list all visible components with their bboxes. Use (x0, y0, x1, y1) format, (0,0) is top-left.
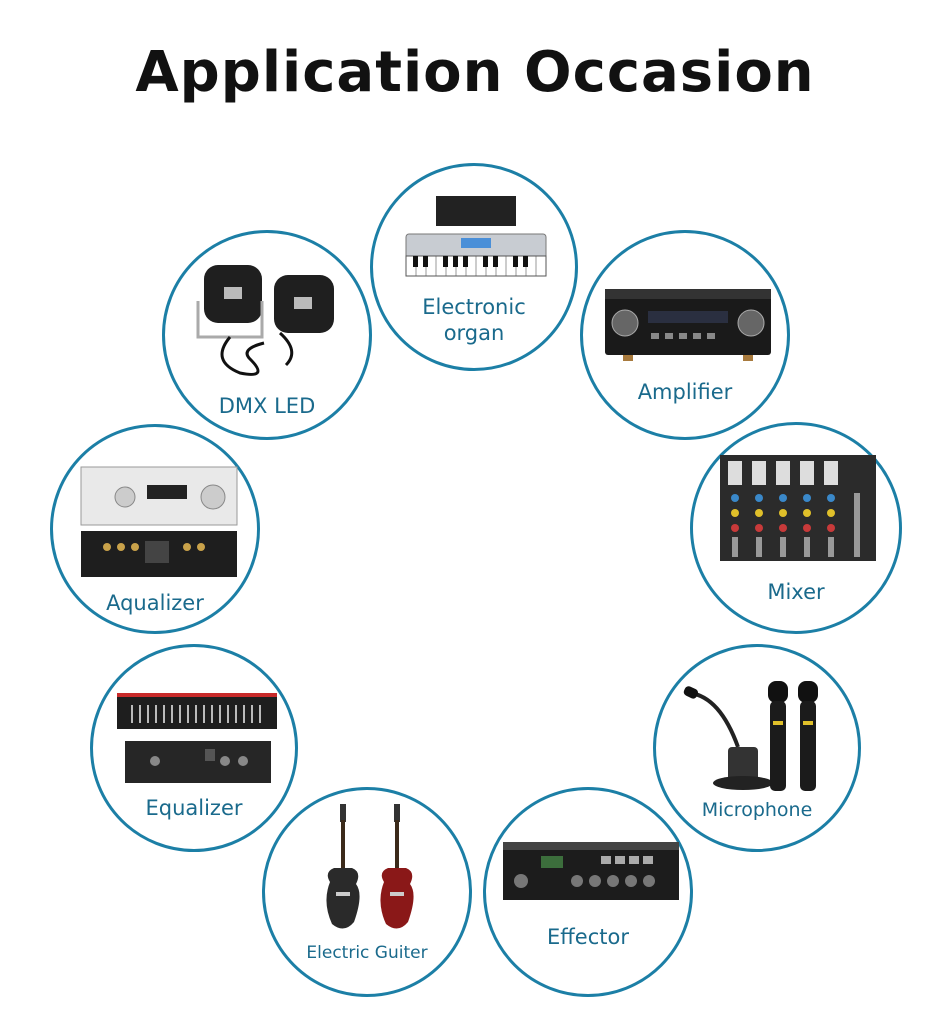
item-equalizer: Equalizer (90, 644, 298, 852)
dmx-led-icon (196, 265, 334, 376)
microphone-icon (683, 681, 818, 791)
item-label: Microphone (701, 799, 813, 821)
keyboard-icon (405, 196, 547, 277)
item-label: Electric Guiter (306, 943, 428, 963)
item-label: DMX LED (218, 394, 316, 418)
item-label: Amplifier (637, 380, 733, 404)
item-label: Electronic organ (422, 295, 526, 345)
item-amplifier: Amplifier (580, 230, 790, 440)
effector-icon (503, 842, 679, 900)
mixer-icon (720, 455, 876, 561)
guitar-icon (326, 804, 414, 929)
item-electric-guiter: Electric Guiter (262, 787, 472, 997)
item-aqualizer: Aqualizer (50, 424, 260, 634)
page-title: Application Occasion (135, 40, 815, 105)
item-label: Equalizer (145, 796, 243, 820)
item-label: Mixer (767, 580, 825, 604)
aqualizer-icon (80, 466, 238, 577)
item-dmx-led: DMX LED (162, 230, 372, 440)
item-electronic-organ: Electronic organ (370, 163, 578, 371)
item-label: Effector (547, 925, 629, 949)
equalizer-icon (117, 693, 277, 783)
amplifier-icon (605, 289, 771, 361)
item-label: Aqualizer (106, 591, 204, 615)
item-mixer: Mixer (690, 422, 902, 634)
item-effector: Effector (483, 787, 693, 997)
item-microphone: Microphone (653, 644, 861, 852)
